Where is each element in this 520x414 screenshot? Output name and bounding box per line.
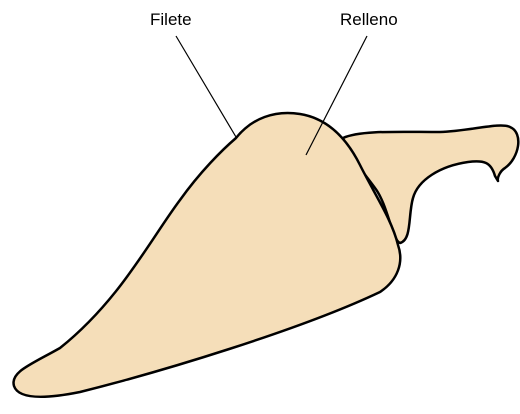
relleno-label: Relleno [340,11,398,28]
pepper-body [13,113,400,397]
filete-label: Filete [150,11,192,28]
filete-leader-line [176,36,236,137]
